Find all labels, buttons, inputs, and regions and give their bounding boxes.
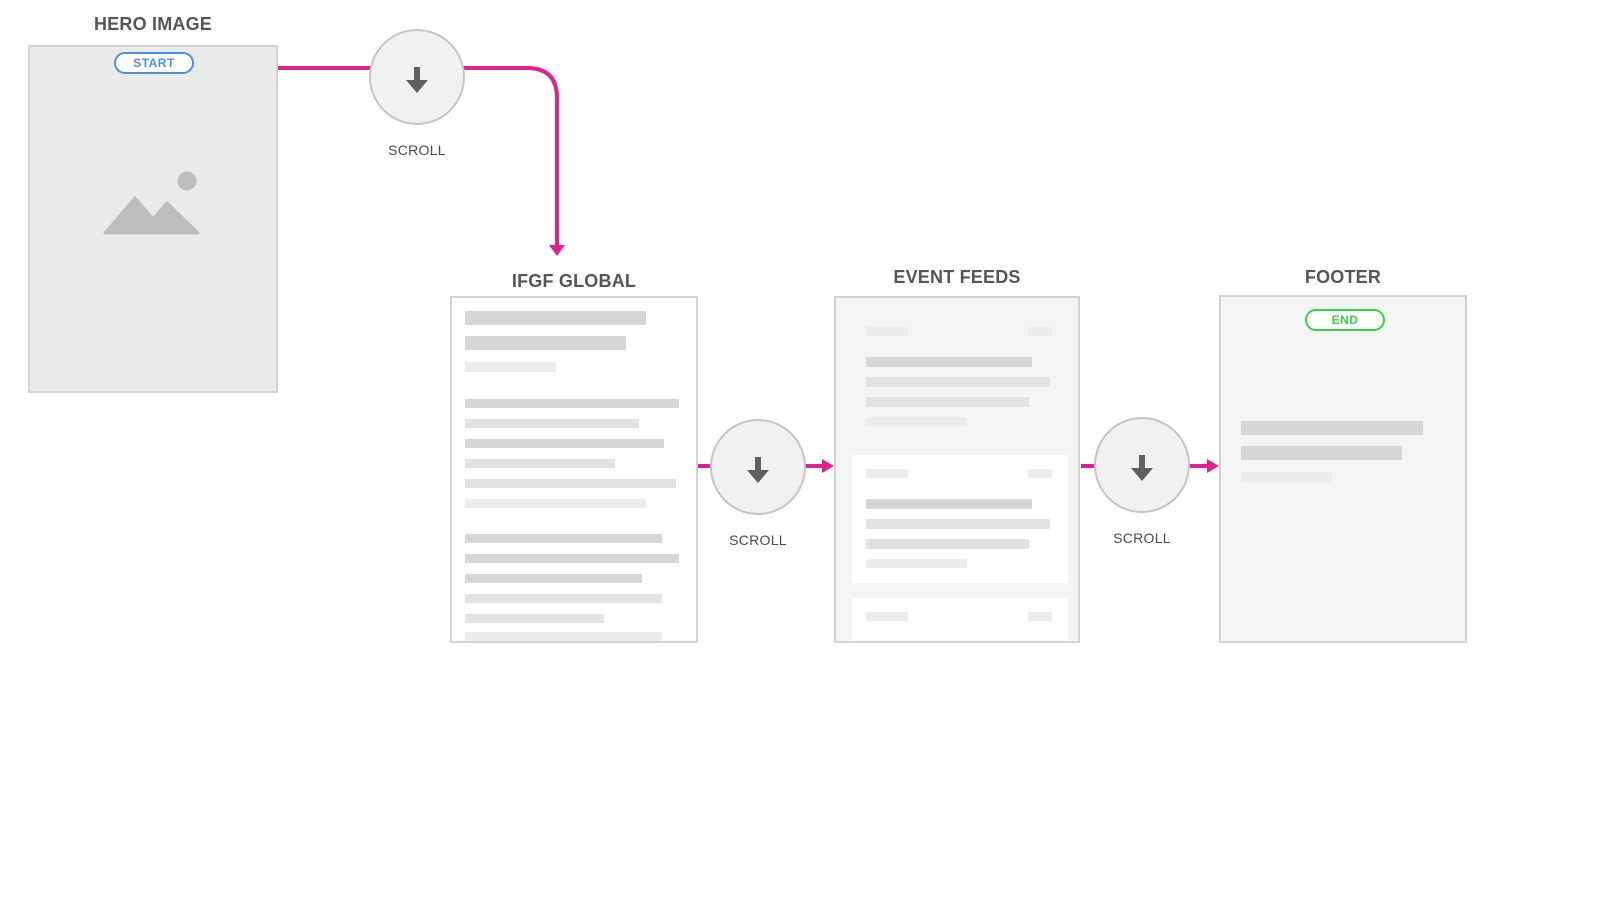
- scroll-label-1: SCROLL: [388, 142, 446, 158]
- feed-card: [852, 598, 1068, 641]
- feed-meta: [1028, 612, 1052, 621]
- text-line: [866, 539, 1029, 549]
- text-line: [465, 336, 626, 350]
- footer-frame: END: [1219, 295, 1467, 643]
- text-line: [866, 559, 967, 568]
- text-line: [465, 419, 639, 428]
- text-line: [465, 439, 664, 448]
- text-line: [1241, 421, 1423, 435]
- hero-frame: START: [28, 45, 278, 393]
- scroll-node-2: [710, 419, 806, 515]
- text-line: [465, 399, 679, 408]
- feed-meta: [1028, 327, 1052, 336]
- text-line: [866, 357, 1032, 367]
- hero-title: HERO IMAGE: [93, 14, 212, 34]
- connector-arrowhead-feeds: [822, 459, 834, 473]
- arrow-down-icon: [406, 67, 428, 93]
- scroll-node-3: [1094, 417, 1190, 513]
- arrow-down-icon: [747, 457, 769, 483]
- end-badge: END: [1305, 309, 1385, 331]
- connector-arrowhead-footer: [1207, 459, 1219, 473]
- text-line: [465, 459, 615, 468]
- text-line: [866, 397, 1029, 407]
- text-line: [1241, 446, 1402, 460]
- feeds-title: EVENT FEEDS: [893, 267, 1021, 287]
- text-line: [465, 594, 662, 603]
- feed-meta: [866, 612, 908, 621]
- feeds-frame: [834, 296, 1080, 643]
- footer-title: FOOTER: [1304, 267, 1382, 287]
- text-line: [866, 417, 967, 426]
- text-line: [465, 554, 679, 563]
- scroll-label-2: SCROLL: [729, 532, 787, 548]
- text-line: [465, 614, 604, 623]
- arrow-down-icon: [1131, 455, 1153, 481]
- text-line: [465, 632, 662, 641]
- scroll-node-1: [369, 29, 465, 125]
- feed-meta: [866, 327, 908, 336]
- text-line: [1241, 472, 1332, 482]
- image-placeholder-icon: [103, 171, 200, 235]
- text-line: [465, 362, 556, 372]
- text-line: [465, 534, 662, 543]
- text-line: [465, 479, 676, 488]
- global-title: IFGF GLOBAL: [511, 271, 637, 291]
- text-line: [866, 499, 1032, 509]
- feed-meta: [866, 469, 908, 478]
- text-line: [465, 499, 646, 508]
- start-badge: START: [114, 52, 194, 74]
- feed-card: [852, 455, 1068, 583]
- text-line: [866, 377, 1050, 387]
- feed-meta: [1028, 469, 1052, 478]
- scroll-label-3: SCROLL: [1113, 530, 1171, 546]
- connector-hero-to-global: [271, 66, 559, 248]
- text-line: [465, 574, 642, 583]
- connector-arrowhead-global: [549, 245, 565, 256]
- global-frame: [450, 296, 698, 643]
- text-line: [866, 519, 1050, 529]
- text-line: [465, 311, 646, 325]
